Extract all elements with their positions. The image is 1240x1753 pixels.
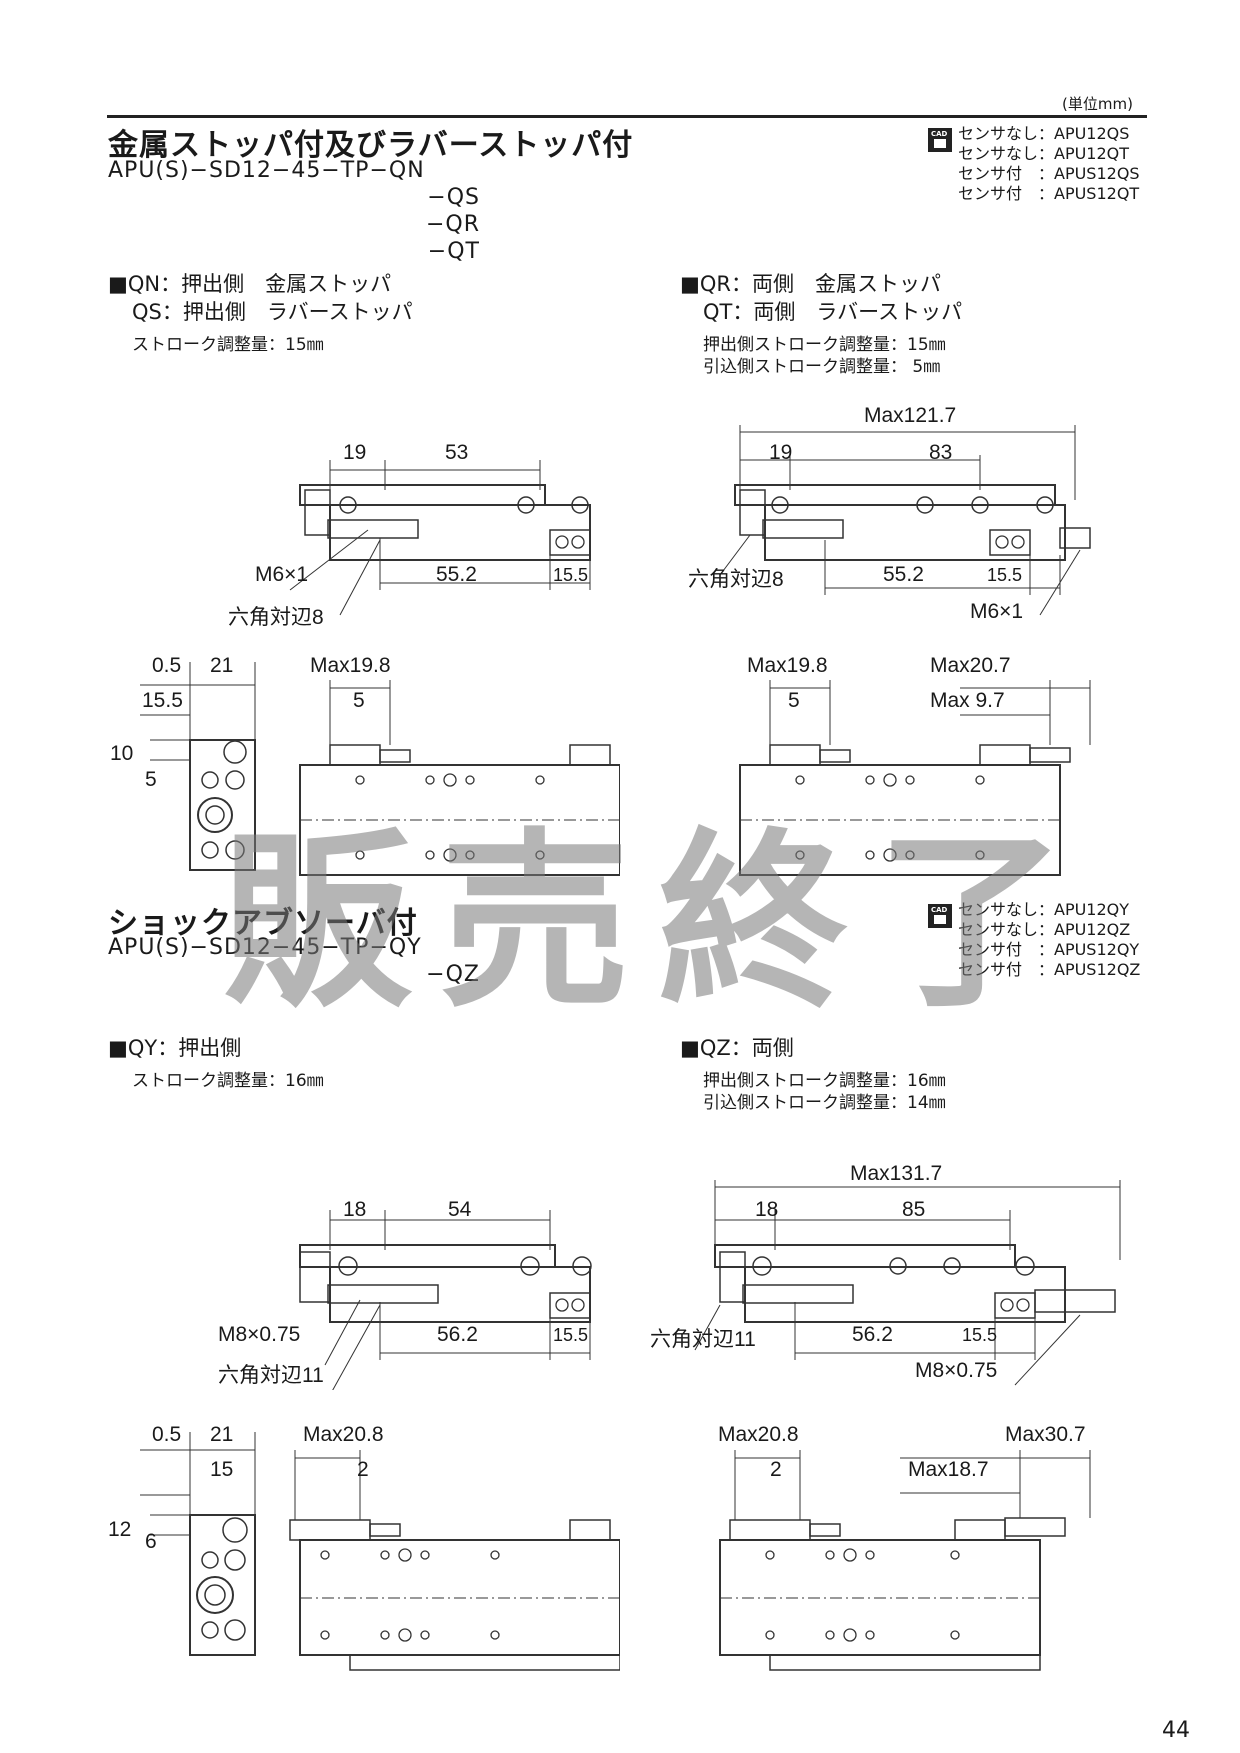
section1-model: APU(S)−SD12−45−TP−QN: [108, 158, 425, 183]
section1-title: 金属ストッパ付及びラバーストッパ付: [108, 128, 634, 163]
page-number: 44: [1162, 1718, 1190, 1743]
unit-label: (単位mm): [1062, 95, 1133, 113]
stroke-note-left-2: ストローク調整量：16㎜: [132, 1071, 324, 1091]
dim-label: 53: [445, 441, 469, 464]
option-qn: ■QN：押出側 金属ストッパ: [108, 272, 392, 296]
drawing-qr-top-view: [719, 425, 1091, 616]
cad-item: センサなし：APU12QS: [958, 124, 1130, 143]
stroke-note-right-pull: 引込側ストローク調整量： 5㎜: [703, 357, 941, 377]
dim-label: Max131.7: [850, 1162, 943, 1185]
cad-item: センサ付 ：APUS12QT: [958, 184, 1140, 203]
dim-label: Max30.7: [1005, 1423, 1086, 1446]
cad-item: センサ付 ：APUS12QY: [958, 940, 1140, 959]
cad-icon[interactable]: CAD: [928, 904, 952, 928]
dim-label: 5: [788, 689, 800, 712]
dim-label: 19: [769, 441, 793, 464]
cad-item: センサなし：APU12QY: [958, 900, 1130, 919]
section1-variant-qr: −QR: [425, 212, 480, 237]
dim-label: 5: [145, 768, 157, 791]
section1-variant-qs: −QS: [427, 185, 480, 210]
dim-label: Max20.7: [930, 654, 1011, 677]
dim-label: 85: [902, 1198, 926, 1221]
dim-label: Max19.8: [310, 654, 391, 677]
option-qz: ■QZ：両側: [680, 1036, 794, 1060]
dim-label: 18: [755, 1198, 779, 1221]
dim-label: 2: [770, 1458, 782, 1481]
dim-label: 15: [210, 1458, 234, 1481]
drawing-qz-side-view: [719, 1450, 1091, 1671]
dim-label: 15.5: [962, 1325, 998, 1345]
dim-label: M8×0.75: [915, 1359, 998, 1382]
dim-label: 21: [210, 1423, 234, 1446]
cad-item: センサ付 ：APUS12QZ: [958, 960, 1141, 979]
drawing-qn-top-view: [289, 460, 591, 616]
section1-cad-list: センサなし：APU12QS センサなし：APU12QT センサ付 ：APUS12…: [958, 124, 1140, 204]
discontinued-stamp: 販売終了: [222, 812, 1095, 1033]
dim-label: 15.5: [987, 565, 1023, 585]
section1-variant-qt: −QT: [427, 239, 480, 264]
header-rule: [107, 115, 1147, 118]
dim-label: 19: [343, 441, 367, 464]
option-qt: QT：両側 ラバーストッパ: [703, 300, 963, 324]
section2-variant-qz: −QZ: [426, 962, 480, 987]
dim-label: 2: [357, 1458, 369, 1481]
option-qy: ■QY：押出側: [108, 1036, 242, 1060]
dim-label: 55.2: [883, 563, 924, 586]
dim-label: 12: [108, 1518, 132, 1541]
dim-label: M6×1: [970, 600, 1024, 623]
dim-label: 15.5: [553, 565, 589, 585]
dim-label: 21: [210, 654, 234, 677]
cad-item: センサなし：APU12QT: [958, 144, 1130, 163]
option-qr: ■QR：両側 金属ストッパ: [680, 272, 941, 296]
dim-label: Max 9.7: [930, 689, 1005, 712]
dim-label: 0.5: [152, 654, 182, 677]
dim-label: 83: [929, 441, 953, 464]
dim-label: 15.5: [553, 1325, 589, 1345]
drawing-qy-side-view: [140, 1432, 620, 1671]
cad-icon[interactable]: CAD: [928, 128, 952, 152]
dim-label: 六角対辺8: [228, 606, 324, 629]
drawing-qz-top-view: [694, 1180, 1121, 1386]
section2-model: APU(S)−SD12−45−TP−QY: [108, 935, 422, 960]
stroke-note-right-push-2: 押出側ストローク調整量：16㎜: [703, 1071, 946, 1091]
dim-label: 55.2: [436, 563, 477, 586]
dim-label: Max121.7: [864, 404, 957, 427]
dim-label: 15.5: [142, 689, 183, 712]
dim-label: 6: [145, 1530, 157, 1553]
drawing-qy-top-view: [299, 1210, 592, 1390]
dim-label: 六角対辺11: [218, 1364, 324, 1387]
dim-label: 56.2: [437, 1323, 478, 1346]
section2-title: ショックアブソーバ付: [108, 906, 418, 941]
dim-label: Max19.8: [747, 654, 828, 677]
dim-label: 5: [353, 689, 365, 712]
dim-label: 六角対辺8: [688, 568, 784, 591]
dim-label: 六角対辺11: [650, 1328, 756, 1351]
dim-label: 10: [110, 742, 134, 765]
dim-label: Max20.8: [718, 1423, 799, 1446]
stroke-note-right-push: 押出側ストローク調整量：15㎜: [703, 335, 946, 355]
dim-label: 54: [448, 1198, 472, 1221]
dim-label: Max18.7: [908, 1458, 989, 1481]
dim-label: 18: [343, 1198, 367, 1221]
drawing-qn-side-view: [140, 662, 620, 876]
stroke-note-left: ストローク調整量：15㎜: [132, 335, 324, 355]
section2-cad-list: センサなし：APU12QY センサなし：APU12QZ センサ付 ：APUS12…: [958, 900, 1140, 980]
cad-item: センサ付 ：APUS12QS: [958, 164, 1140, 183]
dim-label: 0.5: [152, 1423, 182, 1446]
dim-label: Max20.8: [303, 1423, 384, 1446]
cad-item: センサなし：APU12QZ: [958, 920, 1131, 939]
dim-label: M6×1: [255, 563, 309, 586]
dim-label: M8×0.75: [218, 1323, 301, 1346]
option-qs: QS：押出側 ラバーストッパ: [132, 300, 413, 324]
drawing-qr-side-view: [739, 680, 1091, 876]
dim-label: 56.2: [852, 1323, 893, 1346]
stroke-note-right-pull-2: 引込側ストローク調整量：14㎜: [703, 1093, 946, 1113]
